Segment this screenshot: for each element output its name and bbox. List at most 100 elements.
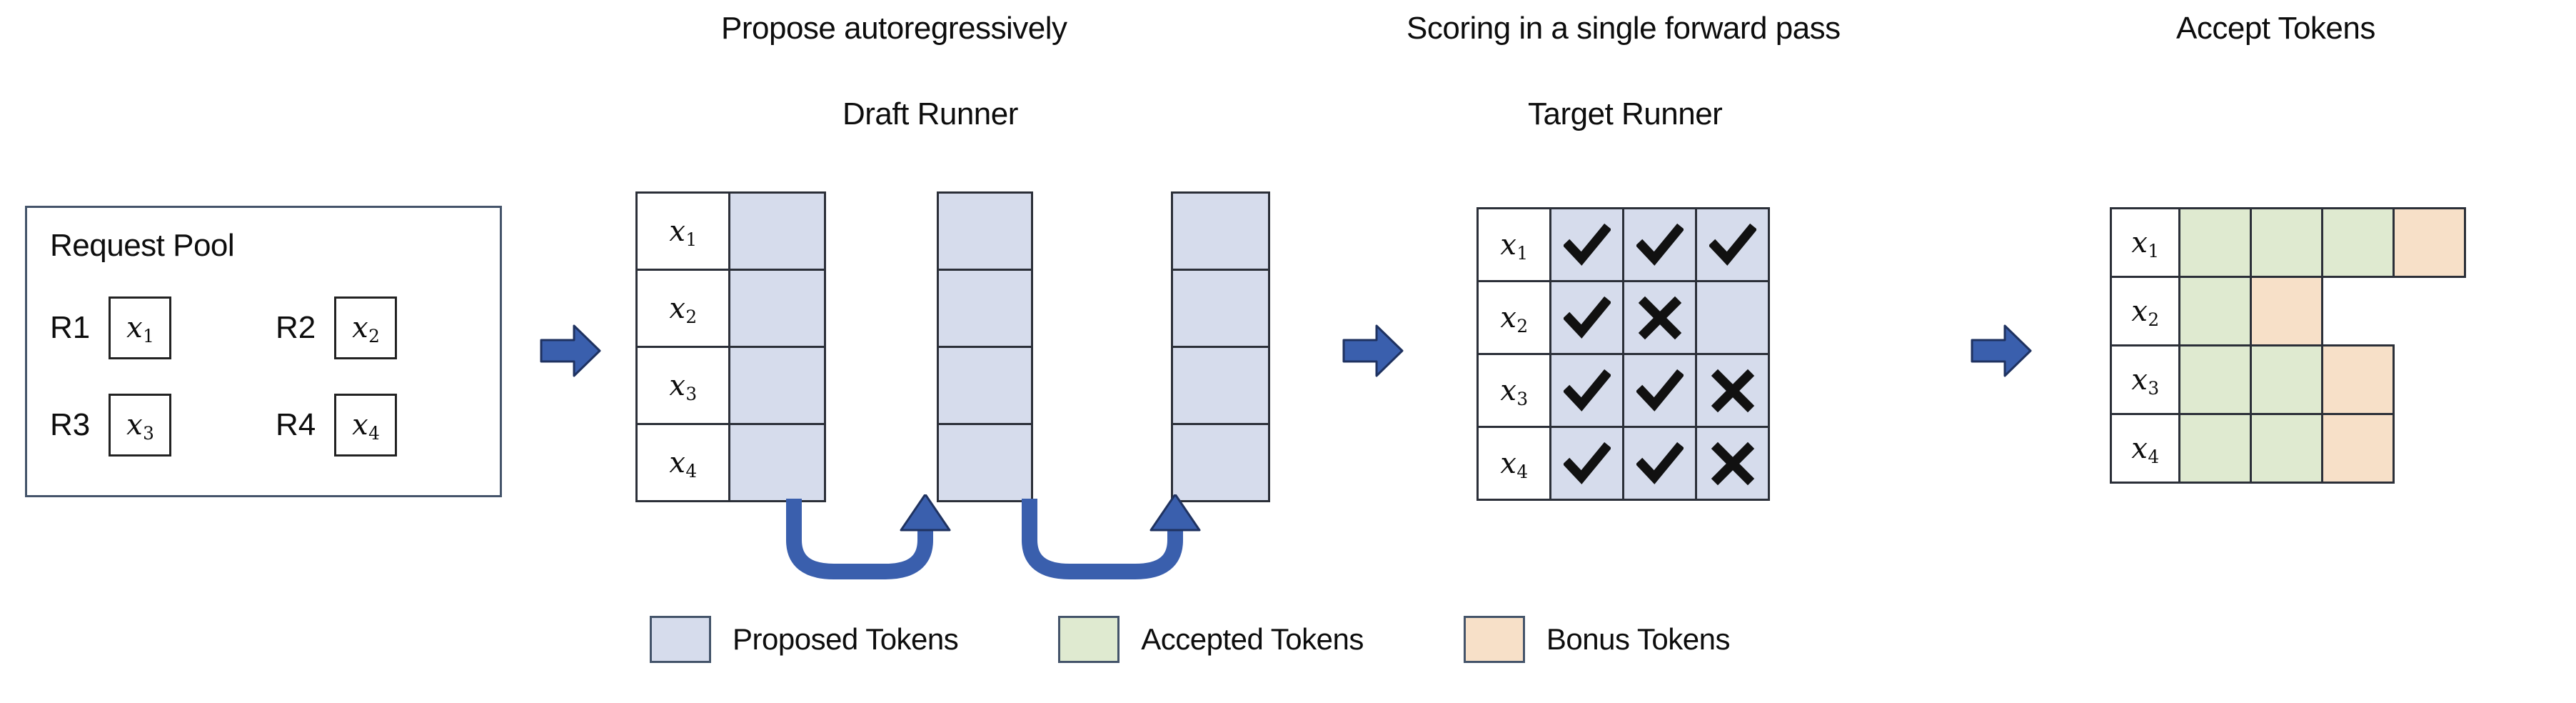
request-entry-r1: R1 x1 bbox=[50, 296, 172, 359]
flow-arrow-1-icon bbox=[540, 323, 601, 379]
draft-cell-r1-s2 bbox=[937, 191, 1033, 271]
legend-label-proposed: Proposed Tokens bbox=[733, 622, 959, 656]
feedback-loop-arrow-2-icon bbox=[1014, 493, 1214, 598]
feedback-loop-arrow-1-icon bbox=[778, 493, 964, 598]
draft-cell-r2-s1 bbox=[728, 269, 826, 348]
target-cell-r1-c1 bbox=[1549, 207, 1624, 282]
draft-runner-table: x1 x2 x3 x4 bbox=[635, 191, 826, 502]
draft-cell-r3-s3 bbox=[1171, 346, 1270, 425]
table-row: x2 bbox=[635, 269, 826, 348]
draft-row-label-3: x3 bbox=[635, 346, 730, 425]
legend-swatch-accepted-icon bbox=[1058, 616, 1120, 663]
table-row bbox=[937, 346, 1033, 425]
request-entry-r3: R3 x3 bbox=[50, 394, 172, 457]
draft-cell-r4-s3 bbox=[1171, 423, 1270, 502]
target-cell-r4-c1 bbox=[1549, 426, 1624, 501]
check-icon bbox=[1563, 223, 1611, 266]
stage1-subcaption: Draft Runner bbox=[842, 96, 1018, 131]
request-pool-title: Request Pool bbox=[50, 228, 235, 263]
target-row-label-1: x1 bbox=[1476, 207, 1551, 282]
table-row: x4 bbox=[1476, 426, 1770, 501]
draft-row-label-1: x1 bbox=[635, 191, 730, 271]
legend-item-accepted: Accepted Tokens bbox=[1058, 616, 1364, 663]
target-cell-r2-c1 bbox=[1549, 280, 1624, 355]
token-x1: x1 bbox=[126, 311, 154, 347]
target-row-label-3: x3 bbox=[1476, 353, 1551, 428]
table-row bbox=[937, 269, 1033, 348]
request-token-box-r2: x2 bbox=[334, 296, 398, 359]
legend-swatch-proposed-icon bbox=[650, 616, 711, 663]
target-cell-r1-c3 bbox=[1695, 207, 1770, 282]
check-icon bbox=[1636, 442, 1684, 484]
legend-swatch-bonus-icon bbox=[1463, 616, 1525, 663]
request-label-r2: R2 bbox=[276, 310, 316, 345]
legend-item-bonus: Bonus Tokens bbox=[1463, 616, 1731, 663]
table-row: x4 bbox=[2110, 413, 2465, 484]
accept-cell-r2-c4-empty bbox=[2393, 276, 2465, 346]
target-row-label-2: x2 bbox=[1476, 280, 1551, 355]
draft-cell-r1-s1 bbox=[728, 191, 826, 271]
request-token-box-r3: x3 bbox=[109, 394, 172, 457]
table-row: x2 bbox=[2110, 276, 2465, 346]
draft-cell-r3-s2 bbox=[937, 346, 1033, 425]
request-entry-r4: R4 x4 bbox=[276, 394, 398, 457]
accept-row-label-1: x1 bbox=[2110, 207, 2180, 278]
table-row bbox=[937, 191, 1033, 271]
check-icon bbox=[1636, 223, 1684, 266]
check-icon bbox=[1563, 296, 1611, 339]
accept-cell-r1-c2 bbox=[2250, 207, 2323, 278]
target-cell-r4-c2 bbox=[1622, 426, 1697, 501]
table-row bbox=[1171, 191, 1270, 271]
stage1-caption: Propose autoregressively bbox=[721, 11, 1067, 46]
draft-row-label-2: x2 bbox=[635, 269, 730, 348]
accept-cell-r2-c1 bbox=[2178, 276, 2252, 346]
cross-icon bbox=[1638, 296, 1681, 339]
accept-row-label-2: x2 bbox=[2110, 276, 2180, 346]
cross-icon bbox=[1711, 442, 1754, 485]
table-row: x1 bbox=[2110, 207, 2466, 278]
stage2-caption: Scoring in a single forward pass bbox=[1407, 11, 1841, 46]
flow-arrow-3-icon bbox=[1971, 323, 2032, 379]
table-row bbox=[1171, 423, 1270, 502]
target-cell-r2-c3 bbox=[1695, 280, 1770, 355]
table-row bbox=[1171, 346, 1270, 425]
accept-cell-r3-c1 bbox=[2178, 344, 2252, 415]
table-row bbox=[937, 423, 1033, 502]
request-token-box-r4: x4 bbox=[334, 394, 398, 457]
check-icon bbox=[1636, 369, 1684, 412]
request-pool-panel: Request Pool R1 x1 R2 x2 R3 x3 R4 x4 bbox=[25, 206, 502, 497]
stage2-subcaption: Target Runner bbox=[1528, 96, 1723, 131]
check-icon bbox=[1709, 223, 1756, 266]
table-row bbox=[1171, 269, 1270, 348]
cross-icon bbox=[1711, 369, 1754, 412]
table-row: x4 bbox=[635, 423, 826, 502]
token-x4: x4 bbox=[352, 409, 380, 444]
target-cell-r2-c2 bbox=[1622, 280, 1697, 355]
table-row: x3 bbox=[1476, 353, 1770, 428]
draft-cell-r1-s3 bbox=[1171, 191, 1270, 271]
accept-row-label-3: x3 bbox=[2110, 344, 2180, 415]
draft-cell-r2-s3 bbox=[1171, 269, 1270, 348]
legend-label-bonus: Bonus Tokens bbox=[1546, 622, 1731, 656]
accept-cell-r3-c4-empty bbox=[2393, 345, 2465, 414]
table-row: x3 bbox=[635, 346, 826, 425]
request-label-r4: R4 bbox=[276, 407, 316, 442]
draft-row-label-4: x4 bbox=[635, 423, 730, 502]
target-cell-r3-c1 bbox=[1549, 353, 1624, 428]
legend-label-accepted: Accepted Tokens bbox=[1141, 622, 1364, 656]
accept-cell-r1-c1 bbox=[2178, 207, 2252, 278]
draft-runner-step2-column bbox=[937, 191, 1033, 502]
accept-cell-r1-c3 bbox=[2321, 207, 2395, 278]
accept-cell-r3-c2 bbox=[2250, 344, 2323, 415]
table-row: x2 bbox=[1476, 280, 1770, 355]
table-row: x1 bbox=[635, 191, 826, 271]
target-runner-table: x1 x2 bbox=[1476, 207, 1770, 501]
legend: Proposed Tokens Accepted Tokens Bonus To… bbox=[650, 616, 1730, 663]
accept-cell-r3-c3 bbox=[2321, 344, 2395, 415]
target-cell-r1-c2 bbox=[1622, 207, 1697, 282]
flow-arrow-2-icon bbox=[1342, 323, 1404, 379]
draft-runner-step3-column bbox=[1171, 191, 1270, 502]
target-cell-r3-c3 bbox=[1695, 353, 1770, 428]
accept-cell-r1-c4 bbox=[2393, 207, 2466, 278]
